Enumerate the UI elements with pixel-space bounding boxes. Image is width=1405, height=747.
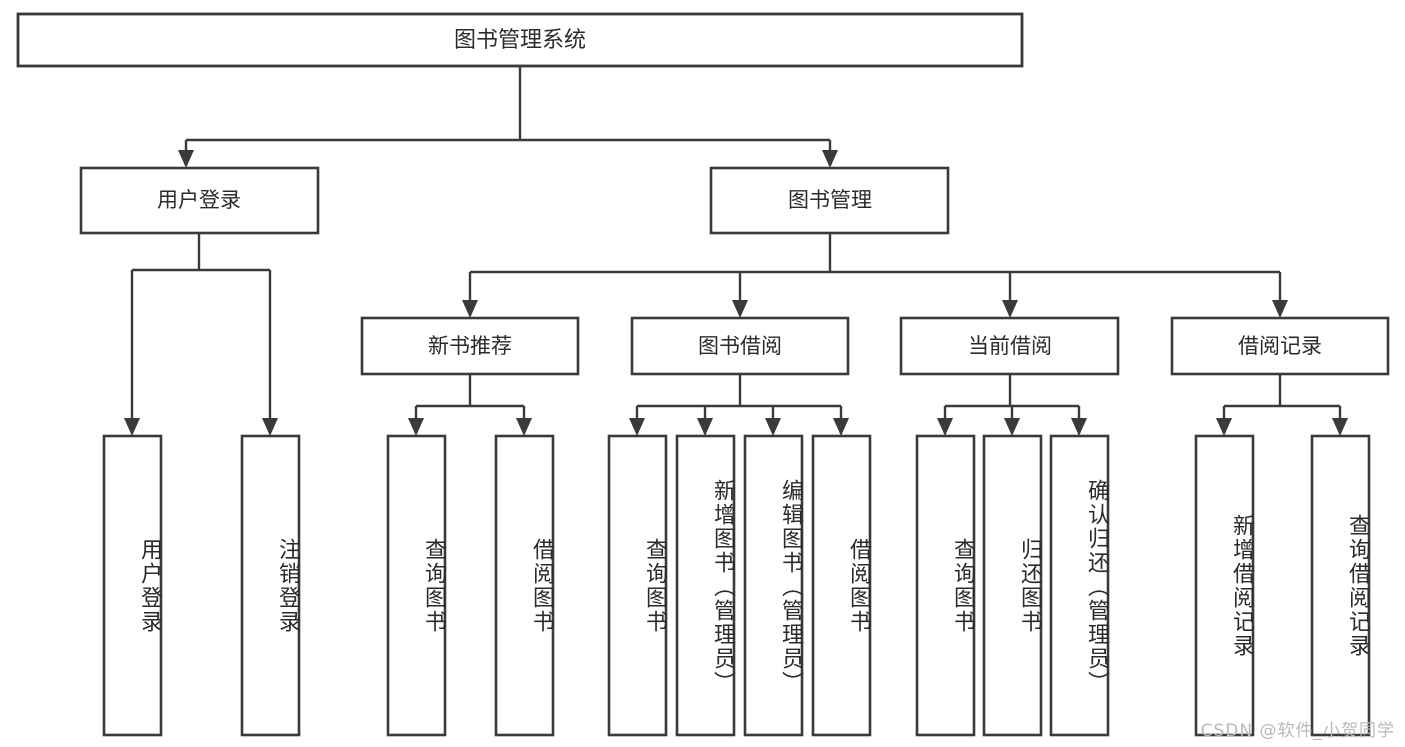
node-book-borrow[interactable] xyxy=(630,316,850,376)
arrowhead-user-login xyxy=(178,150,194,168)
node-leaf-add-record[interactable] xyxy=(1194,434,1255,737)
arrowhead-leaf-query-book-2 xyxy=(629,418,645,436)
arrowhead-borrow-record xyxy=(1272,300,1288,318)
node-book-borrow-label: 图书借阅 xyxy=(698,334,782,358)
node-leaf-borrow-book-1[interactable] xyxy=(494,434,555,737)
node-leaf-add-book[interactable] xyxy=(675,434,736,737)
node-new-book-recommend[interactable] xyxy=(360,316,580,376)
arrowhead-leaf-logout xyxy=(262,418,278,436)
node-leaf-confirm-return[interactable] xyxy=(1049,434,1110,737)
node-leaf-borrow-book-2[interactable] xyxy=(811,434,872,737)
arrowhead-leaf-query-book-1 xyxy=(408,418,424,436)
node-leaf-logout[interactable] xyxy=(240,434,301,737)
arrowhead-leaf-add-record xyxy=(1216,418,1232,436)
node-user-login-label: 用户登录 xyxy=(157,188,241,212)
node-leaf-query-book-1[interactable] xyxy=(386,434,447,737)
node-borrow-record-label: 借阅记录 xyxy=(1238,334,1322,358)
arrowhead-leaf-add-book xyxy=(697,418,713,436)
arrowhead-leaf-confirm-return xyxy=(1071,418,1087,436)
arrowhead-leaf-edit-book xyxy=(765,418,781,436)
node-leaf-user-login[interactable] xyxy=(102,434,163,737)
node-leaf-return-book[interactable] xyxy=(982,434,1043,737)
arrowhead-leaf-user-login xyxy=(124,418,140,436)
node-leaf-query-book-3[interactable] xyxy=(915,434,976,737)
node-leaf-edit-book[interactable] xyxy=(743,434,804,737)
arrowhead-leaf-query-book-3 xyxy=(937,418,953,436)
arrowhead-leaf-return-book xyxy=(1004,418,1020,436)
arrowhead-leaf-borrow-book-2 xyxy=(833,418,849,436)
arrowhead-leaf-query-record xyxy=(1332,418,1348,436)
node-root-label: 图书管理系统 xyxy=(454,28,586,53)
arrowhead-new-book-recommend xyxy=(462,300,478,318)
node-leaf-query-book-2[interactable] xyxy=(607,434,668,737)
arrowhead-current-borrow xyxy=(1002,300,1018,318)
csdn-watermark: CSDN @软件_小贺同学 xyxy=(1200,721,1395,741)
node-current-borrow-label: 当前借阅 xyxy=(968,334,1052,358)
node-new-book-recommend-label: 新书推荐 xyxy=(428,334,512,358)
node-leaf-query-record[interactable] xyxy=(1310,434,1371,737)
node-user-login[interactable] xyxy=(79,166,320,235)
node-book-management[interactable] xyxy=(709,166,950,235)
node-root[interactable] xyxy=(16,12,1024,68)
edges-layer xyxy=(124,66,1348,436)
nodes-layer: 图书管理系统 用户登录 图书管理 新书推荐 图书借阅 当前借阅 借阅记录 xyxy=(16,12,1390,737)
node-book-management-label: 图书管理 xyxy=(788,188,872,212)
node-current-borrow[interactable] xyxy=(899,316,1120,376)
arrowhead-book-management xyxy=(822,150,838,168)
arrowhead-book-borrow xyxy=(732,300,748,318)
node-borrow-record[interactable] xyxy=(1170,316,1390,376)
arrowhead-leaf-borrow-book-1 xyxy=(516,418,532,436)
